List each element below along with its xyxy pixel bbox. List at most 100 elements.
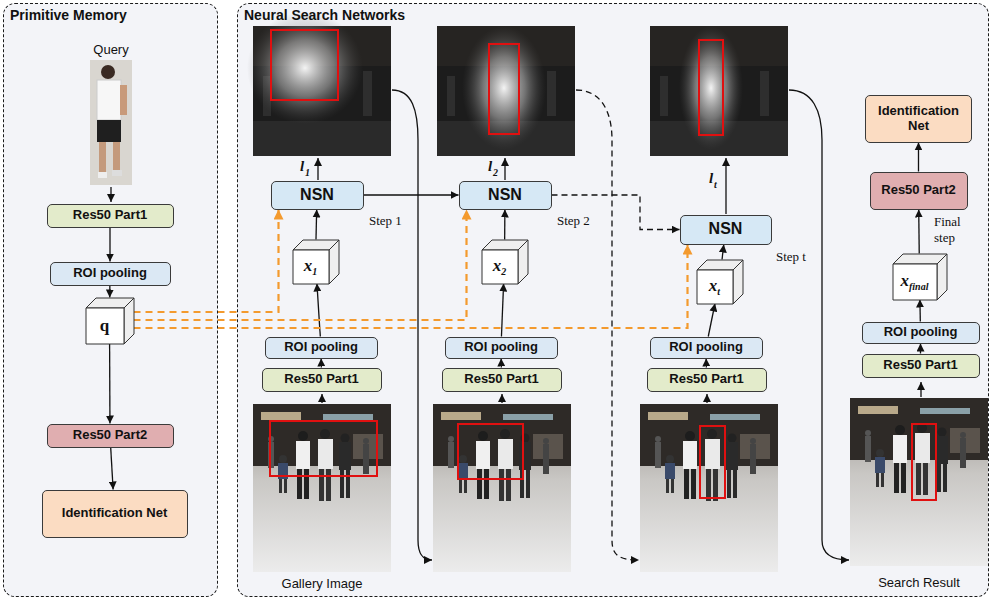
text-wrap: xfinal: [901, 271, 929, 292]
image-caption: Gallery Image: [262, 576, 382, 591]
text-wrap: Res50 Part1: [883, 358, 957, 373]
illustration-part: [725, 158, 726, 214]
flow-arrows: [111, 90, 921, 560]
feature-subscript: t: [717, 286, 720, 297]
output-subscript: 2: [493, 167, 498, 178]
text-wrap: ROI pooling: [669, 340, 743, 355]
query-feature-link: [134, 210, 467, 321]
text-wrap: x1: [304, 256, 318, 277]
box-label: ROI pooling: [464, 340, 538, 355]
box-label: ROI pooling: [669, 340, 743, 355]
cube-face: [937, 254, 947, 300]
query-feature-link: [134, 245, 688, 329]
text-wrap: Res50 Part1: [284, 372, 358, 387]
illustration-part: [271, 30, 338, 100]
illustration-part: [120, 85, 127, 115]
text-wrap: ROI pooling: [464, 340, 538, 355]
backbone-box: Res50 Part2: [47, 424, 174, 448]
illustration-part: [679, 26, 743, 150]
flow-arrow: [722, 245, 724, 260]
cube-face: [86, 308, 124, 344]
text-wrap: ROI pooling: [73, 266, 147, 281]
box-label: ROI pooling: [284, 340, 358, 355]
illustration-part: [113, 142, 120, 170]
feature-cube: q: [86, 298, 134, 344]
illustration-part: [789, 90, 849, 560]
illustration-part: [97, 120, 121, 142]
illustration-part: [920, 382, 921, 397]
flow-arrow: [919, 300, 921, 322]
illustration-part: [504, 158, 505, 180]
output-symbol: l: [709, 170, 713, 187]
backbone-box: Res50 Part2: [870, 172, 968, 210]
flow-arrow: [552, 195, 680, 230]
output-symbol: l: [300, 158, 304, 175]
gallery-image: [253, 404, 391, 572]
flow-arrow: [501, 284, 503, 337]
feature-symbol: x: [493, 256, 502, 275]
illustration-part: [110, 187, 111, 202]
text-wrap: Res50 Part1: [464, 372, 538, 387]
search-result-image: [850, 398, 988, 566]
text-wrap: Res50 Part2: [73, 428, 147, 443]
text-wrap: x1: [293, 250, 329, 284]
nsn-box: NSN: [680, 215, 772, 245]
box-label: Res50 Part1: [73, 208, 147, 223]
cube-face: [518, 240, 528, 284]
panel-title: Primitive Memory: [10, 7, 127, 23]
step-label: Step t: [776, 249, 806, 265]
text-wrap: xt: [697, 270, 733, 304]
roi-pooling-box: ROI pooling: [50, 262, 171, 286]
illustration-part: [576, 90, 639, 560]
illustration-part: [97, 80, 121, 120]
text-wrap: NSN: [300, 186, 334, 204]
feature-cube: xfinal: [893, 254, 947, 300]
text-wrap: NSN: [488, 186, 522, 204]
attention-image: [247, 12, 391, 156]
box-label: Res50 Part1: [284, 372, 358, 387]
backbone-box: Res50 Part1: [442, 368, 562, 392]
text-wrap: q: [100, 316, 109, 336]
feature-subscript: 2: [501, 266, 506, 277]
nsn-box: NSN: [271, 181, 364, 210]
box-label: Res50 Part1: [464, 372, 538, 387]
feature-symbol: x: [709, 276, 718, 295]
cube-face: [482, 250, 518, 284]
box-label: ROI pooling: [884, 325, 958, 340]
illustration-part: [90, 60, 132, 185]
nsn-box: NSN: [459, 181, 552, 210]
step-label: Step 2: [557, 213, 590, 229]
text-wrap: NSN: [709, 220, 743, 238]
illustration-part: [247, 12, 363, 124]
panel-frame: Primitive MemoryRes50 Part1ROI pooling qR…: [3, 3, 218, 597]
panel-ground: [3, 3, 218, 597]
text-wrap: Res50 Part2: [881, 183, 955, 198]
output-subscript: t: [714, 179, 717, 190]
roi-pooling-box: ROI pooling: [265, 337, 378, 359]
text-wrap: Res50 Part1: [73, 208, 147, 223]
output-subscript: 1: [305, 167, 310, 178]
flow-arrow: [918, 210, 920, 254]
cube-face: [697, 270, 733, 304]
illustration-part: [489, 44, 519, 134]
illustration-part: [700, 426, 725, 498]
flow-arrow: [315, 210, 317, 240]
flow-arrow: [111, 448, 113, 490]
illustration-part: [98, 172, 107, 178]
image-caption: Search Result: [859, 575, 979, 590]
text-wrap: q: [86, 308, 124, 344]
cube-face: [733, 260, 743, 304]
box-label: NSN: [488, 186, 522, 204]
illustration-part: [640, 404, 778, 572]
flow-arrow: [501, 359, 502, 368]
feature-symbol: q: [100, 316, 109, 335]
illustration-part: [462, 26, 546, 150]
feature-cube: xt: [697, 260, 743, 304]
step-label: Step 1: [369, 213, 402, 229]
roi-pooling-box: ROI pooling: [445, 337, 558, 359]
illustration-part: [317, 158, 318, 180]
cube-outline: [86, 298, 134, 344]
text-wrap: Identification Net: [62, 506, 167, 521]
step-label: Final step: [934, 214, 974, 246]
feature-symbol: x: [901, 271, 910, 290]
